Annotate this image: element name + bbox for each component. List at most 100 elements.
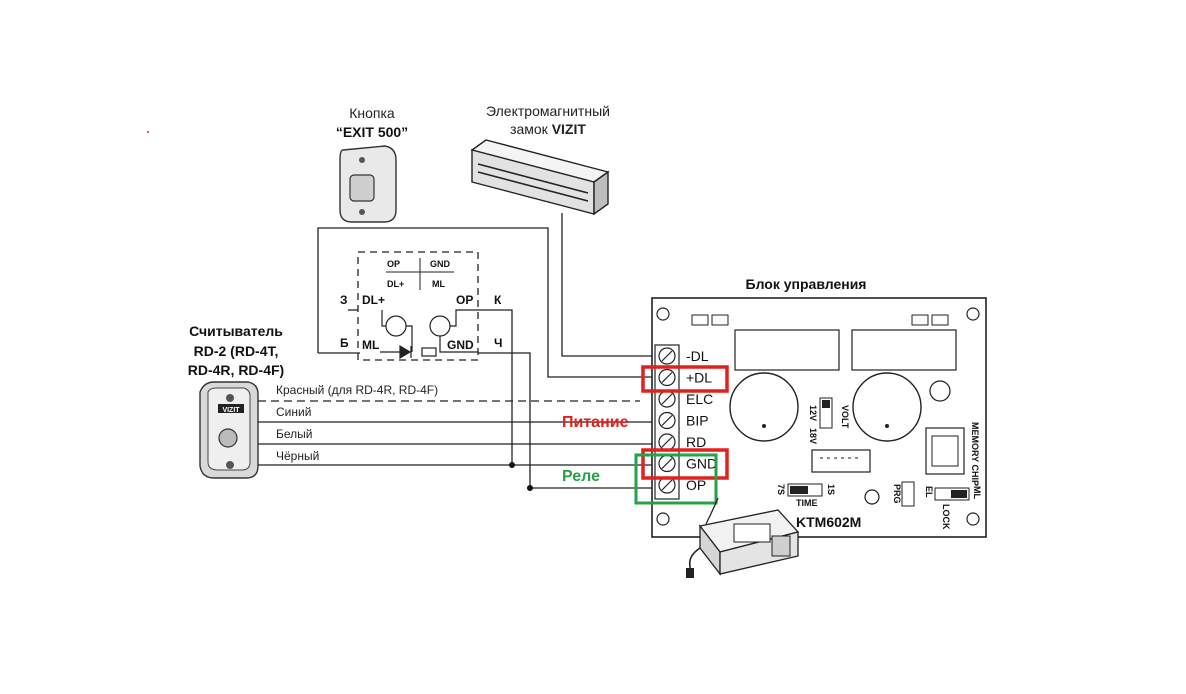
capacitor-mark [885,424,889,428]
capacitor-right [852,372,922,442]
lock-brand: VIZIT [552,121,587,137]
header-connector [931,314,949,326]
header-connector [911,314,929,326]
terminal-slot [661,479,673,491]
exit-button-title-2: “EXIT 500” [336,124,408,140]
label-ml-jumper: ML [972,486,982,499]
terminal-label: ELC [686,391,713,407]
terminal-label: RD [686,434,706,450]
magnetic-lock-device: Электромагнитный замок VIZIT [470,103,610,216]
volt-jumper-pin [822,400,830,408]
screw-icon [359,157,365,163]
wire-label-black: Чёрный [276,449,319,463]
reader-device: Считыватель RD-2 (RD-4T, RD-4R, RD-4F) V… [188,323,284,479]
exit-button-device: Кнопка “EXIT 500” [336,105,408,223]
label-ch: Ч [494,336,502,350]
header-connector [691,314,709,326]
relay-highlight-box [634,453,718,505]
reader-key-icon [218,428,238,448]
reader-title-3: RD-4R, RD-4F) [188,362,284,378]
label-ml: ML [362,338,379,352]
terminal-label: -DL [686,348,709,364]
time-jumper-pin [790,486,808,494]
relay-annotation: Реле [562,468,600,485]
terminal-slot [661,350,673,362]
label-k: К [494,293,502,307]
interface-module-box [357,251,479,361]
wire-ch [478,352,655,489]
prog-button [864,489,880,505]
adapter-wire [705,497,719,525]
lock-jumper-pin [951,490,967,498]
label-volt: VOLT [840,405,850,429]
adapter-plug-block [771,535,791,557]
label-b: Б [340,336,349,350]
reader-connector [811,449,871,473]
lock-stripe [477,171,589,202]
lock-title-2: замок VIZIT [510,121,586,137]
prg-jumper [901,481,915,507]
terminal-label: +DL [686,370,712,386]
lock-title-prefix: замок [510,121,552,137]
terminal-label: GND [686,456,717,472]
exit-button-title-1: Кнопка [349,105,395,121]
screw-icon [656,307,670,321]
plug-icon [686,568,694,578]
label-memory-chip: MEMORY CHIP [970,422,980,486]
transistor-lead [439,336,478,353]
circuit-components [380,309,478,360]
memory-chip-body [931,435,959,467]
legend-dl: DL+ [387,279,404,289]
screw-icon [226,394,234,402]
screw-icon [966,307,980,321]
resistor-icon [421,347,437,357]
power-annotation: Питание [562,414,629,431]
label-dl-plus: DL+ [362,293,385,307]
reader-logo-plate [218,404,244,413]
terminal-slot [661,372,673,383]
transistor-icon [429,315,451,337]
mosfet-lead [406,325,413,352]
label-lock: LOCK [941,504,951,530]
controller-title: Блок управления [746,276,867,292]
label-el: EL [924,486,934,498]
screw-icon [966,512,980,526]
terminal-slot [661,393,673,405]
reader-title-2: RD-2 (RD-4T, [194,343,279,359]
label-12v: 12V [808,405,818,421]
exit-button-key [349,174,375,202]
power-adapter [686,497,800,578]
board-screws [656,307,980,526]
capacitor-mark [762,424,766,428]
wire-label-blue: Синий [276,405,311,419]
buzzer-icon [929,380,951,402]
label-prg: PRG [892,484,902,504]
header-connector [711,314,729,326]
transistor-lead [450,309,478,327]
screw-icon [359,209,365,215]
legend-op: OP [387,259,400,269]
label-1s: 1S [826,484,836,495]
stray-dot [147,131,149,133]
adapter-cable [688,547,701,576]
wire-label-red: Красный (для RD-4R, RD-4F) [276,383,438,397]
legend-gnd: GND [430,259,451,269]
gnd-highlight-box [641,448,729,480]
controller-model: KTM602M [796,514,861,530]
terminal-slot [661,415,673,426]
screw-icon [226,461,234,469]
wire-button-to-dl-plus [317,227,655,378]
junction-dot [527,485,533,491]
reader-title-1: Считыватель [189,323,283,339]
mosfet-icon [385,315,407,337]
legend-ml: ML [432,279,445,289]
mosfet-lead [381,310,386,327]
capacitor-left [729,372,799,442]
circuit-wires [317,213,655,489]
reader-wires [258,400,655,466]
lock-stripe [477,163,589,194]
terminal-slot [661,436,673,448]
diode-icon [399,344,412,360]
